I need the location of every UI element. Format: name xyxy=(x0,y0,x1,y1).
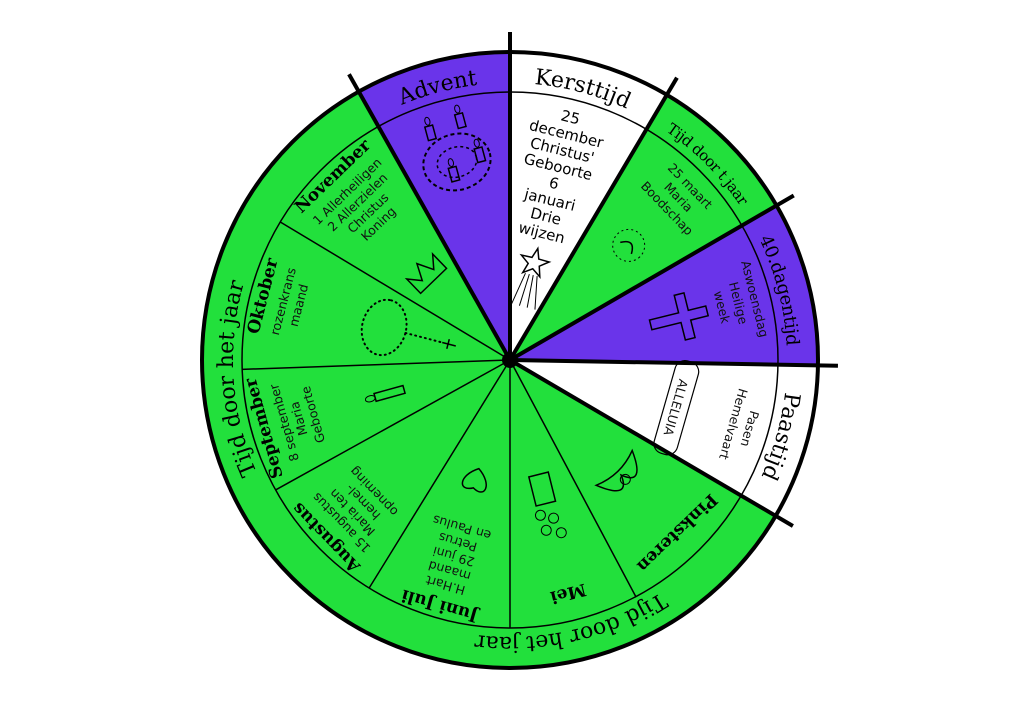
season-divider xyxy=(508,76,679,362)
season-divider xyxy=(509,358,838,368)
candle-icon xyxy=(364,384,406,403)
crown-icon xyxy=(404,251,448,295)
segment-veertigdagentijd xyxy=(510,205,818,366)
segment-paastijd xyxy=(510,360,818,516)
star-icon xyxy=(511,246,552,310)
segment-note: 25 xyxy=(559,106,582,128)
rosary-icon xyxy=(360,298,456,357)
segment-kersttijd xyxy=(510,52,667,360)
advent-wreath-icon xyxy=(422,104,492,192)
segment-note: 6 xyxy=(547,174,561,194)
month-divider xyxy=(275,359,511,491)
center-hub xyxy=(502,352,518,368)
season-divider xyxy=(508,193,795,362)
season-divider xyxy=(347,73,512,361)
cross-icon xyxy=(648,292,710,341)
month-divider xyxy=(509,359,637,597)
segment-advent xyxy=(358,52,510,360)
season-divider xyxy=(508,358,794,528)
heart-icon xyxy=(461,467,487,493)
annunciation-icon xyxy=(612,228,646,262)
flowers-icon xyxy=(527,471,567,539)
month-divider xyxy=(279,221,511,361)
month-divider xyxy=(242,359,511,371)
segment-tijd-door-t-jaar xyxy=(510,94,777,361)
month-divider xyxy=(368,359,511,589)
dove-icon xyxy=(594,448,638,492)
